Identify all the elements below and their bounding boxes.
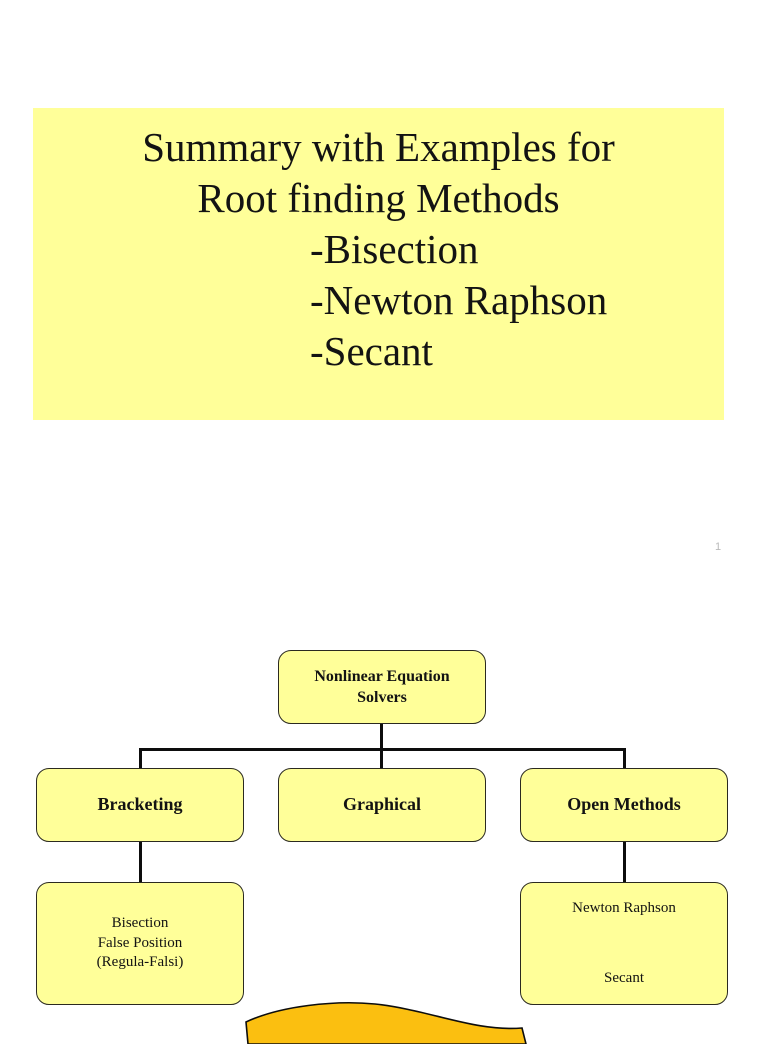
connector-bar-to-graphical (380, 748, 383, 770)
connector-bar-to-open (623, 748, 626, 770)
title-line-5: -Secant (310, 328, 433, 374)
flow-node-open-children[interactable]: Newton Raphson Secant (520, 882, 728, 1005)
flow-node-bracketing-label: Bracketing (97, 794, 183, 815)
flow-node-open-methods-label: Open Methods (567, 794, 681, 815)
flow-node-nonlinear-equation-solvers[interactable]: Nonlinear Equation Solvers (278, 650, 486, 724)
connector-open-to-newton (623, 840, 626, 884)
page-number: 1 (714, 541, 722, 553)
flow-node-open-methods[interactable]: Open Methods (520, 768, 728, 842)
title-line-1: Summary with Examples for (142, 124, 615, 170)
flow-node-graphical-label: Graphical (342, 794, 421, 815)
connector-bar-to-bracketing (139, 748, 142, 770)
ribbon-path (245, 1002, 527, 1044)
title-line-2: Root finding Methods (197, 175, 560, 221)
flow-node-root-label: Nonlinear Equation Solvers (314, 667, 450, 706)
flowchart-diagram: Nonlinear Equation Solvers Bracketing Gr… (0, 620, 768, 1024)
connector-bracketing-to-bisection (139, 840, 142, 884)
title-banner: Summary with Examples for Root finding M… (33, 108, 724, 420)
title-text-block: Summary with Examples for Root finding M… (33, 122, 724, 377)
flow-node-bracketing-children-label: Bisection False Position (Regula-Falsi) (96, 914, 184, 971)
title-line-3: -Bisection (310, 226, 479, 272)
flow-node-graphical[interactable]: Graphical (278, 768, 486, 842)
flow-node-bracketing[interactable]: Bracketing (36, 768, 244, 842)
flow-node-open-children-label: Newton Raphson Secant (572, 899, 676, 987)
title-line-4: -Newton Raphson (310, 277, 608, 323)
connector-root-to-bar (380, 724, 383, 750)
ribbon-decoration (240, 1000, 530, 1044)
flow-node-bracketing-children[interactable]: Bisection False Position (Regula-Falsi) (36, 882, 244, 1005)
